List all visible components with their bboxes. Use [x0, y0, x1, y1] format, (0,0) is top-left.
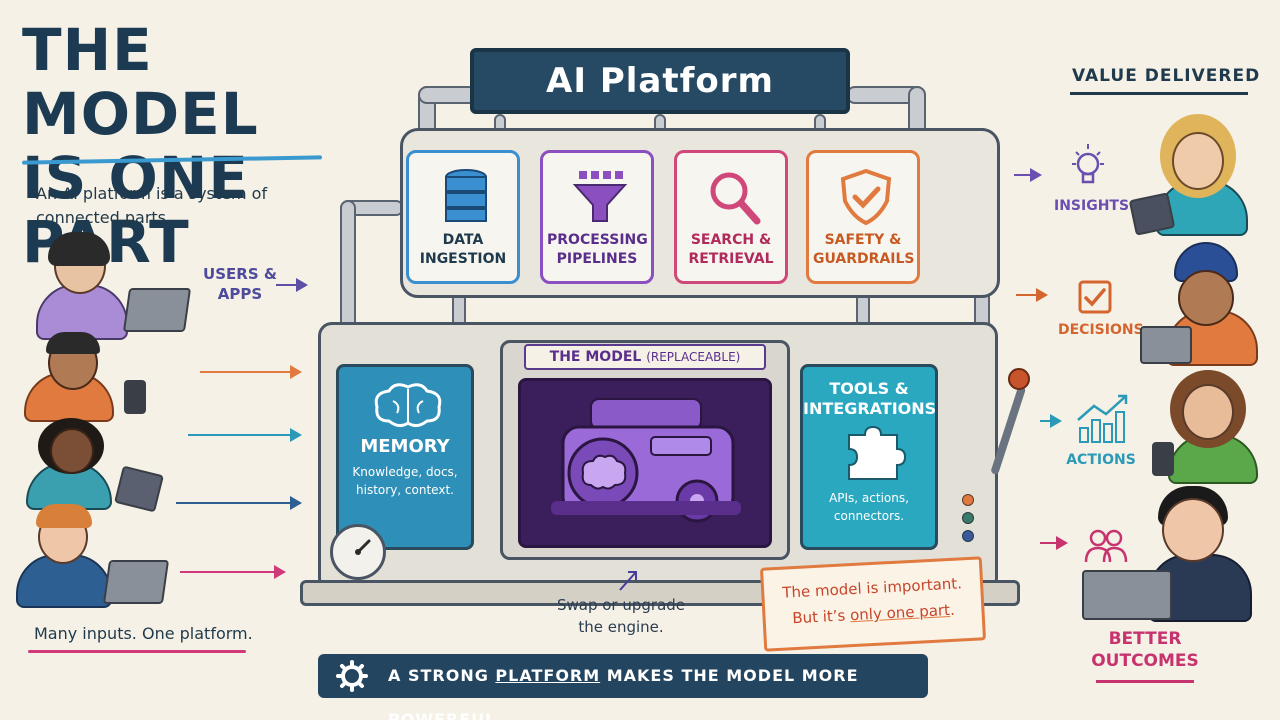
tools-desc: APIs, actions, connectors.: [829, 491, 909, 523]
user-person: [20, 418, 180, 513]
arrow-right-icon: [276, 278, 308, 292]
user-person: [10, 504, 170, 608]
arrow-right-icon: [1016, 288, 1048, 302]
better-outcomes-underline: [1096, 680, 1194, 683]
title-line-1: THE MODEL: [22, 16, 259, 148]
magnifier-icon: [677, 167, 785, 227]
arrow-right-icon: [200, 365, 302, 379]
arrow-right-icon: [1014, 168, 1042, 182]
memory-title: MEMORY: [360, 436, 450, 457]
pipe: [340, 200, 356, 330]
user-person: [20, 332, 180, 422]
laptop-icon: [102, 560, 170, 604]
value-delivered-underline: [1070, 92, 1248, 95]
module-search-retrieval: SEARCH & RETRIEVAL: [674, 150, 788, 284]
laptop-icon: [122, 288, 192, 332]
tools-title: TOOLS & INTEGRATIONS: [803, 379, 937, 418]
bar-chart-up-icon: [1074, 392, 1132, 444]
module-processing-pipelines: PROCESSING PIPELINES: [540, 150, 654, 284]
memory-panel: MEMORY Knowledge, docs, history, context…: [336, 364, 474, 550]
laptop-icon: [1082, 570, 1172, 620]
gear-icon: [336, 660, 368, 692]
arrow-right-icon: [1040, 536, 1068, 550]
arrow-right-icon: [176, 496, 302, 510]
output-label-actions: ACTIONS: [1066, 452, 1136, 468]
many-inputs-caption: Many inputs. One platform.: [34, 624, 253, 643]
ai-platform-sign: AI Platform: [470, 48, 850, 114]
module-safety-guardrails: SAFETY & GUARDRAILS: [806, 150, 920, 284]
phone-icon: [124, 380, 146, 414]
output-label-decisions: DECISIONS: [1058, 322, 1144, 338]
gauge-icon: [330, 524, 386, 580]
output-label-insights: INSIGHTS: [1054, 198, 1130, 214]
swap-arrow-icon: [616, 568, 640, 592]
swap-note: Swap or upgrade the engine.: [556, 596, 686, 636]
pipe: [418, 86, 478, 104]
beneficiary-person: [1140, 368, 1264, 486]
model-window: [518, 378, 772, 548]
many-inputs-underline: [28, 650, 246, 653]
puzzle-icon: [803, 425, 935, 481]
module-data-ingestion: DATA INGESTION: [406, 150, 520, 284]
tools-integrations-panel: TOOLS & INTEGRATIONS APIs, actions, conn…: [800, 364, 938, 550]
phone-icon: [1152, 442, 1174, 476]
brain-icon: [339, 377, 471, 433]
note-card: The model is important. But it’s only on…: [759, 556, 987, 652]
checkbox-icon: [1076, 278, 1114, 316]
arrow-right-icon: [180, 565, 286, 579]
shield-check-icon: [809, 167, 917, 227]
value-delivered-title: VALUE DELIVERED: [1072, 66, 1261, 86]
bottom-banner: A STRONG PLATFORM MAKES THE MODEL MORE P…: [318, 654, 928, 720]
lightbulb-icon: [1068, 142, 1108, 192]
beneficiary-person: [1136, 240, 1266, 368]
engine-brain-icon: [521, 381, 769, 545]
memory-desc: Knowledge, docs, history, context.: [352, 465, 458, 497]
model-title: THE MODEL (REPLACEABLE): [524, 344, 766, 370]
user-person: [30, 232, 192, 342]
beneficiary-person: [1076, 484, 1256, 624]
beneficiary-person: [1126, 110, 1256, 238]
lever-knob: [1008, 368, 1030, 390]
intro-text: An AI platform is a system of connected …: [36, 184, 268, 227]
indicator-lights: [962, 494, 976, 554]
better-outcomes-label: BETTER OUTCOMES: [1091, 629, 1199, 671]
database-icon: [409, 167, 517, 227]
arrow-right-icon: [188, 428, 302, 442]
arrow-right-icon: [1040, 414, 1062, 428]
funnel-icon: [543, 167, 651, 227]
people-icon: [1082, 528, 1130, 564]
laptop-icon: [1140, 326, 1192, 364]
users-apps-label: USERS & APPS: [203, 265, 277, 303]
